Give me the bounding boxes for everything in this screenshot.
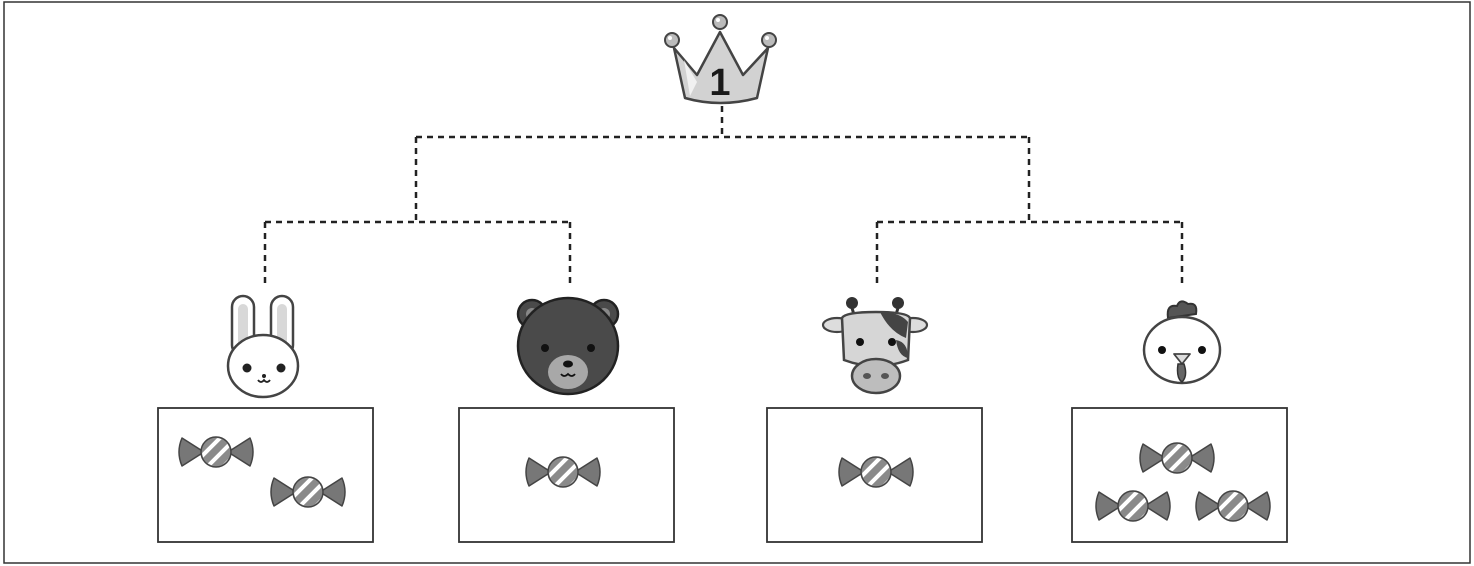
chicken-icon [1142, 300, 1222, 385]
bracket-lines [263, 106, 1184, 288]
candy-box-bear [458, 407, 675, 543]
candy-box-chicken [1071, 407, 1288, 543]
candy-box-cow [766, 407, 983, 543]
candy-box-rabbit [157, 407, 374, 543]
bear-icon [516, 296, 620, 396]
crown-rank-label: 1 [709, 62, 730, 104]
cow-icon [821, 297, 929, 395]
crown-icon: 1 [664, 14, 777, 105]
rabbit-icon [226, 294, 300, 399]
